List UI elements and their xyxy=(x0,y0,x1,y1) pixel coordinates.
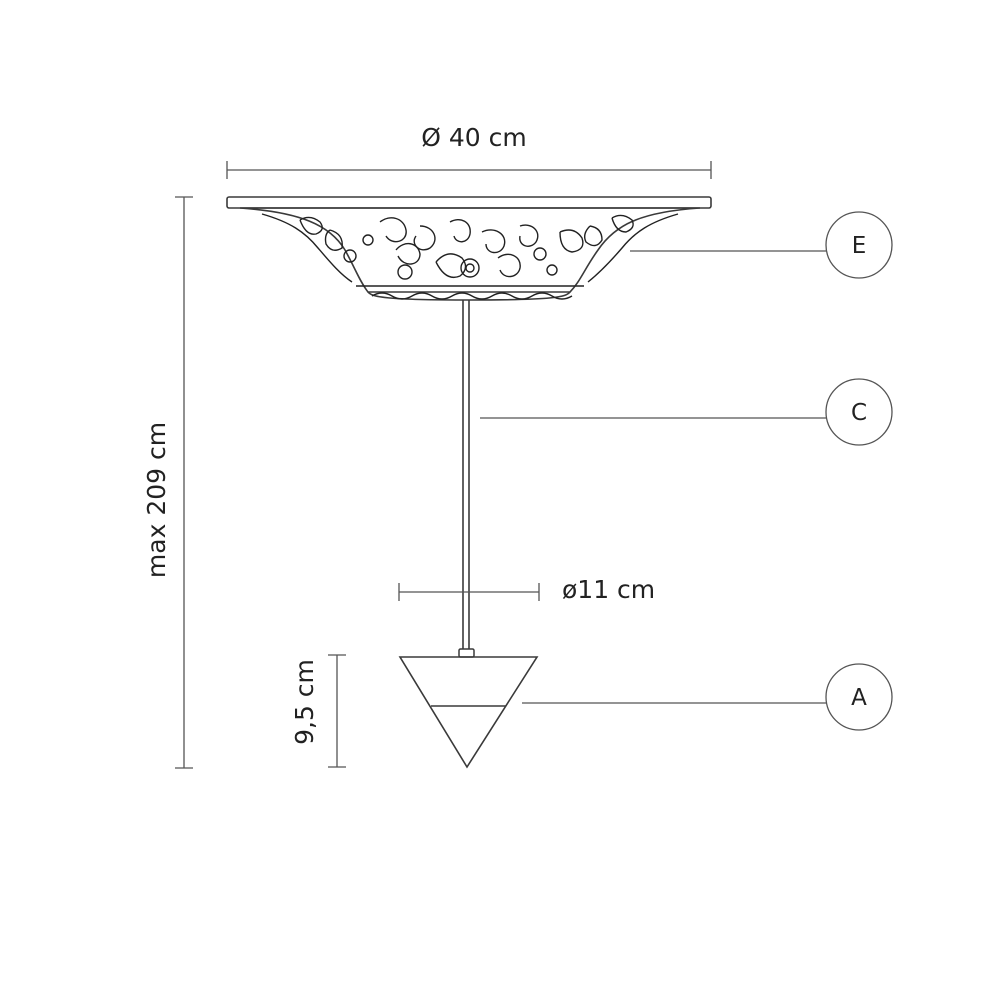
cone-height-dimension: 9,5 cm xyxy=(290,654,346,768)
callout-c-letter: C xyxy=(851,400,867,426)
suspension-cable xyxy=(462,300,470,650)
callout-a: A xyxy=(522,663,893,731)
shade-diameter-dimension: Ø 40 cm xyxy=(226,123,712,179)
cone-height-label: 9,5 cm xyxy=(290,659,319,745)
shade-diameter-label: Ø 40 cm xyxy=(421,123,526,152)
cone-diameter-dimension: ø11 cm xyxy=(398,575,655,604)
shade-ornament xyxy=(261,213,679,300)
ceiling-canopy xyxy=(226,196,712,209)
callout-e: E xyxy=(630,211,893,279)
callout-a-letter: A xyxy=(851,685,867,711)
callout-c: C xyxy=(480,378,893,446)
max-height-dimension: max 209 cm xyxy=(142,196,193,769)
callout-e-letter: E xyxy=(852,233,867,259)
decorative-shade xyxy=(239,207,701,301)
cone-diameter-label: ø11 cm xyxy=(562,575,655,604)
cone-pendant xyxy=(398,648,539,769)
max-height-label: max 209 cm xyxy=(142,422,171,578)
